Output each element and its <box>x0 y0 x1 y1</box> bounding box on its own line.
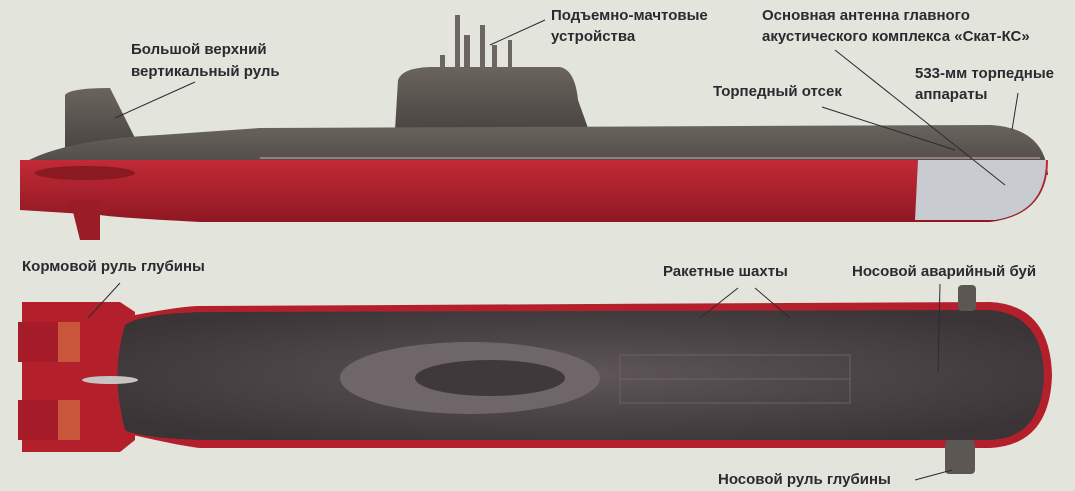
callout-stern-planes: Кормовой руль глубины <box>22 258 205 319</box>
svg-text:Большой верхний: Большой верхний <box>131 41 267 58</box>
label-masts-2: устройства <box>551 28 636 45</box>
missile-silos <box>619 354 851 404</box>
side-view-submarine <box>20 15 1048 240</box>
label-sonar-2: акустического комплекса «Скат-КС» <box>762 28 1030 45</box>
callout-fin: Большой верхний вертикальный руль <box>114 41 280 119</box>
hull-lower <box>20 160 1048 222</box>
label-tubes-1: 533-мм торпедные <box>915 65 1054 82</box>
label-stern-planes: Кормовой руль глубины <box>22 258 205 275</box>
label-fin-1: Большой верхний <box>131 41 267 58</box>
callout-torpedo-room: Торпедный отсек <box>713 83 956 151</box>
svg-text:устройства: устройства <box>551 28 636 45</box>
bow-plane <box>945 440 975 474</box>
sonar-dome <box>915 160 1046 220</box>
svg-text:Подъемно-мачтовые: Подъемно-мачтовые <box>551 7 708 24</box>
label-missile-silos: Ракетные шахты <box>663 263 788 280</box>
svg-text:акустического комплекса «Скат-: акустического комплекса «Скат-КС» <box>762 28 1030 45</box>
label-buoy: Носовой аварийный буй <box>852 263 1036 280</box>
callout-bow-planes: Носовой руль глубины <box>718 469 953 488</box>
masts <box>440 15 512 70</box>
stern-plane <box>35 166 135 180</box>
label-fin-2: вертикальный руль <box>131 63 280 80</box>
svg-text:аппараты: аппараты <box>915 86 987 103</box>
callout-sonar: Основная антенна главного акустического … <box>762 7 1030 186</box>
upper-vertical-rudder <box>65 88 140 150</box>
label-sonar-1: Основная антенна главного <box>762 7 970 24</box>
callout-buoy: Носовой аварийный буй <box>852 263 1036 373</box>
label-masts-1: Подъемно-мачтовые <box>551 7 708 24</box>
stern-rudder-lower <box>70 200 100 240</box>
label-torpedo-room: Торпедный отсек <box>713 83 842 100</box>
callout-torpedo-tubes: 533-мм торпедные аппараты <box>915 65 1054 131</box>
emergency-buoy <box>958 285 976 311</box>
svg-text:533-мм торпедные: 533-мм торпедные <box>915 65 1054 82</box>
svg-text:Основная антенна главного: Основная антенна главного <box>762 7 970 24</box>
sail <box>395 67 588 130</box>
top-view-cutaway <box>18 285 1052 474</box>
label-tubes-2: аппараты <box>915 86 987 103</box>
callout-masts: Подъемно-мачтовые устройства <box>489 7 708 46</box>
svg-text:вертикальный руль: вертикальный руль <box>131 63 280 80</box>
callout-missile-silos: Ракетные шахты <box>663 263 791 319</box>
label-bow-planes: Носовой руль глубины <box>718 471 891 488</box>
